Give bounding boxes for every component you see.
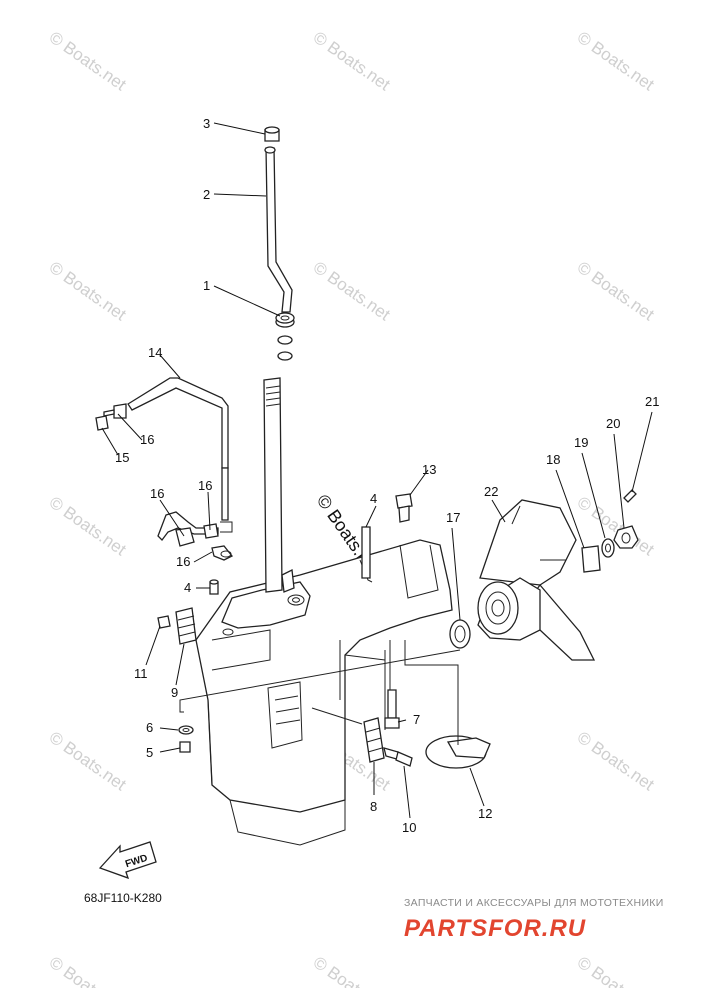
drive-shaft (263, 377, 295, 593)
callout-2: 2 (203, 187, 210, 202)
callout-4: 4 (184, 580, 191, 595)
callout-17: 17 (446, 510, 460, 525)
callout-13: 13 (422, 462, 436, 477)
callout-10: 10 (402, 820, 416, 835)
cotter-pin-part-21 (623, 489, 637, 503)
spacer-part-18 (581, 545, 601, 573)
watermark: © Boats.net (310, 953, 394, 988)
leader-lines (101, 122, 653, 819)
callout-12: 12 (478, 806, 492, 821)
propeller-part-22 (477, 499, 596, 661)
trim-tab-part-12 (425, 735, 491, 769)
bolt-part-11 (157, 615, 171, 629)
washer-part-6 (178, 725, 194, 735)
callout-21: 21 (645, 394, 659, 409)
grommet-part-3 (264, 126, 280, 142)
callout-9: 9 (171, 685, 178, 700)
callout-1: 1 (203, 278, 210, 293)
watermark: © Boats.net (46, 953, 130, 988)
callout-7: 7 (413, 712, 420, 727)
anode-part-8 (363, 717, 385, 763)
anode-part-9 (175, 607, 197, 645)
watermark: © Boats.net (46, 493, 130, 560)
clamp-part-16 (95, 403, 234, 561)
watermark-layer: © Boats.net © Boats.net © Boats.net © Bo… (46, 28, 658, 993)
bolt-part-13 (395, 493, 413, 523)
watermark: © Boats.net (574, 728, 658, 795)
nut-part-20 (613, 525, 639, 549)
callout-14: 14 (148, 345, 162, 360)
callout-22: 22 (484, 484, 498, 499)
callout-16: 16 (140, 432, 154, 447)
hose-part-14 (127, 377, 233, 541)
spacer-part-17 (449, 619, 471, 649)
washer-part-19 (601, 538, 615, 558)
callout-4: 4 (370, 491, 377, 506)
callout-6: 6 (146, 720, 153, 735)
watermark: © Boats.net (574, 953, 658, 988)
callout-labels: 3 2 1 14 16 15 16 16 16 4 4 13 11 9 6 5 … (115, 116, 659, 835)
callout-18: 18 (546, 452, 560, 467)
callout-16: 16 (176, 554, 190, 569)
fwd-arrow-icon: FWD (98, 841, 157, 880)
callout-16: 16 (150, 486, 164, 501)
watermark: © Boats.net (310, 258, 394, 325)
seal-part-1 (275, 312, 295, 361)
callout-16: 16 (198, 478, 212, 493)
watermark: © Boats.net (46, 728, 130, 795)
callout-11: 11 (134, 666, 148, 681)
callout-20: 20 (606, 416, 620, 431)
diagram-code: 68JF110-K280 (84, 891, 162, 905)
bolt-part-7 (384, 689, 400, 729)
pin-part-4 (209, 526, 371, 595)
water-tube (264, 146, 293, 313)
bolt-part-10 (383, 747, 413, 767)
brand-tagline: ЗАПЧАСТИ И АКСЕССУАРЫ ДЛЯ МОТОТЕХНИКИ (404, 897, 664, 909)
bolt-part-5 (179, 741, 191, 753)
callout-19: 19 (574, 435, 588, 450)
callout-15: 15 (115, 450, 129, 465)
alignment-lines (179, 640, 461, 745)
brand-name: PARTSFOR.RU (404, 915, 586, 942)
lower-case (195, 539, 453, 846)
brand-logo: ЗАПЧАСТИ И АКСЕССУАРЫ ДЛЯ МОТОТЕХНИКИ PA… (404, 897, 664, 942)
callout-8: 8 (370, 799, 377, 814)
callout-5: 5 (146, 745, 153, 760)
watermark: © Boats.net (46, 28, 130, 95)
watermark: © Boats.net (574, 258, 658, 325)
callout-3: 3 (203, 116, 210, 131)
watermark: © Boats.net (46, 258, 130, 325)
watermark: © Boats.net (574, 28, 658, 95)
watermark: © Boats.net (310, 28, 394, 95)
